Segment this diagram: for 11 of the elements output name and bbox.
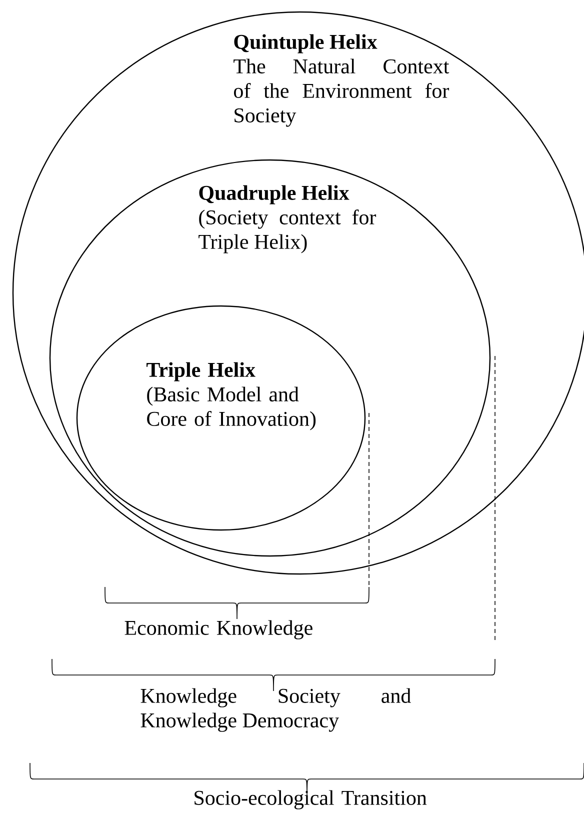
ellipse (76, 305, 366, 531)
ellipse (49, 159, 491, 557)
description: (Society context for Triple Helix) (198, 209, 376, 254)
description: (Basic Model and Core of Innovation) (147, 386, 316, 430)
heading: Quintuple Helix (234, 34, 378, 54)
brace-label: Economic Knowledge (124, 620, 312, 640)
heading: Quadruple Helix (199, 185, 350, 204)
heading: Triple Helix (146, 362, 256, 382)
brace-label: Knowledge Society and Knowledge Democracy (140, 688, 411, 732)
brace-label: Socio-ecological Transition (194, 790, 427, 810)
description: The Natural Context of the Environment for Society (234, 58, 450, 127)
